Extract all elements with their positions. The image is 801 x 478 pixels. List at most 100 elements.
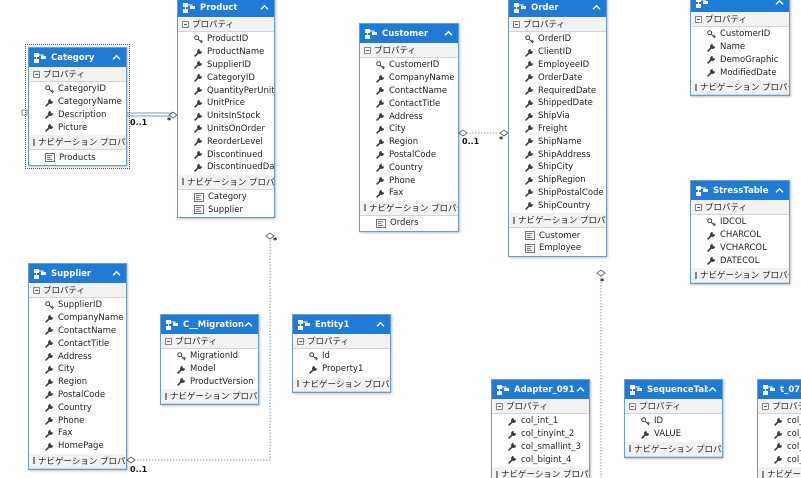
collapse-toggle-icon[interactable] (513, 20, 520, 28)
collapse-toggle-icon[interactable] (629, 445, 631, 453)
property-row[interactable]: CategoryID (29, 83, 126, 96)
property-row[interactable]: col_tinyint_2 (492, 428, 589, 441)
property-row[interactable]: HomePage (29, 440, 126, 453)
property-row[interactable]: Picture (29, 121, 126, 134)
collapse-chevron-icon[interactable] (590, 2, 602, 14)
properties-section-header[interactable]: プロパティ (360, 43, 458, 58)
property-row[interactable]: CHARCOL (691, 229, 789, 242)
entity-migration[interactable]: C__Migration...プロパティMigrationIdModelProd… (160, 314, 259, 406)
property-row[interactable]: EmployeeID (509, 59, 606, 72)
property-row[interactable]: ContactTitle (360, 97, 458, 110)
collapse-toggle-icon[interactable] (33, 286, 40, 294)
navigation-property-row[interactable]: Category (178, 191, 274, 204)
navigation-section-header[interactable]: ナビゲーション プロパティ (293, 377, 390, 392)
navigation-section-header[interactable]: ナビゲーション プロパティ (360, 201, 458, 216)
collapse-chevron-icon[interactable] (442, 28, 454, 40)
properties-section-header[interactable]: プロパティ (178, 17, 274, 32)
property-row[interactable]: Region (360, 136, 458, 149)
navigation-section-header[interactable]: ナビゲーション プロパティ (29, 454, 126, 469)
property-row[interactable]: Fax (360, 187, 458, 200)
property-row[interactable]: Freight (509, 123, 606, 136)
collapse-toggle-icon[interactable] (165, 392, 167, 400)
property-row[interactable]: col_ (758, 441, 801, 454)
navigation-section-header[interactable]: ナビゲーション プロパティ (691, 268, 789, 284)
collapse-toggle-icon[interactable] (762, 402, 769, 410)
property-row[interactable]: Region (29, 376, 126, 389)
property-row[interactable]: ModifiedDate (691, 66, 789, 79)
property-row[interactable]: ContactName (29, 325, 126, 338)
navigation-property-row[interactable]: Customer (509, 229, 606, 242)
property-row[interactable]: City (29, 363, 126, 376)
property-row[interactable]: ShippedDate (509, 97, 606, 110)
property-row[interactable]: PostalCode (360, 149, 458, 162)
property-row[interactable]: ShipVia (509, 110, 606, 123)
property-row[interactable]: CategoryName (29, 96, 126, 109)
entity-header[interactable]: Product (178, 0, 274, 17)
property-row[interactable]: IDCOL (691, 216, 789, 229)
property-row[interactable]: ID (625, 415, 722, 428)
entity-header[interactable]: SequenceTable (625, 380, 722, 399)
property-row[interactable]: Name (691, 41, 789, 54)
navigation-section-header[interactable]: ナビゲーション プロパティ (758, 467, 801, 478)
entity-header[interactable]: Entity1 (293, 315, 390, 334)
collapse-toggle-icon[interactable] (182, 178, 184, 186)
entity-adapter[interactable]: Adapter_0917...プロパティcol_int_1col_tinyint… (491, 379, 590, 478)
navigation-section-header[interactable]: ナビゲーション プロパティ (691, 80, 789, 96)
property-row[interactable]: UnitsInStock (178, 110, 274, 123)
entity-header[interactable]: C__Migration... (161, 315, 258, 334)
collapse-toggle-icon[interactable] (695, 271, 697, 279)
navigation-section-header[interactable]: ナビゲーション プロパティ (625, 442, 722, 457)
properties-section-header[interactable]: プロパティ (29, 283, 126, 298)
properties-section-header[interactable]: プロパティ (161, 334, 258, 349)
properties-section-header[interactable]: プロパティ (492, 399, 589, 414)
entity-header[interactable]: Customer (360, 24, 458, 43)
property-row[interactable]: ProductVersion (161, 376, 258, 389)
property-row[interactable]: Discontinued (178, 148, 274, 161)
property-row[interactable]: ClientID (509, 46, 606, 59)
property-row[interactable]: PostalCode (29, 389, 126, 402)
entity-header[interactable]: Category (29, 48, 126, 67)
navigation-property-row[interactable]: Employee (509, 242, 606, 255)
property-row[interactable]: col_i (758, 415, 801, 428)
property-row[interactable]: ContactName (360, 85, 458, 98)
property-row[interactable]: Phone (29, 414, 126, 427)
property-row[interactable]: Country (29, 401, 126, 414)
collapse-toggle-icon[interactable] (297, 337, 304, 345)
property-row[interactable]: DiscontinuedDate (178, 161, 274, 174)
property-row[interactable]: Address (29, 350, 126, 363)
property-row[interactable]: ShipAddress (509, 148, 606, 161)
navigation-property-row[interactable]: Products (29, 151, 126, 164)
property-row[interactable]: col_ (758, 453, 801, 466)
property-row[interactable]: SupplierID (29, 299, 126, 312)
collapse-chevron-icon[interactable] (244, 319, 254, 331)
property-row[interactable]: ReorderLevel (178, 135, 274, 148)
collapse-chevron-icon[interactable] (708, 384, 718, 396)
navigation-section-header[interactable]: ナビゲーション プロパティ (178, 175, 274, 190)
collapse-chevron-icon[interactable] (374, 319, 386, 331)
properties-section-header[interactable]: プロパティ (758, 399, 801, 414)
property-row[interactable]: UnitsOnOrder (178, 123, 274, 136)
property-row[interactable]: Fax (29, 427, 126, 440)
collapse-toggle-icon[interactable] (629, 402, 636, 410)
property-row[interactable]: RequiredDate (509, 84, 606, 97)
property-row[interactable]: Phone (360, 174, 458, 187)
collapse-chevron-icon[interactable] (110, 268, 122, 280)
property-row[interactable]: Country (360, 161, 458, 174)
property-row[interactable]: OrderID (509, 33, 606, 46)
collapse-chevron-icon[interactable] (110, 52, 122, 64)
collapse-chevron-icon[interactable] (773, 185, 785, 197)
property-row[interactable]: ProductID (178, 33, 274, 46)
entity-header[interactable]: Adapter_0917... (492, 380, 589, 399)
entity-header[interactable]: Supplier (29, 264, 126, 283)
property-row[interactable]: VALUE (625, 428, 722, 441)
property-row[interactable]: MigrationId (161, 350, 258, 363)
navigation-property-row[interactable]: Orders (360, 217, 458, 230)
property-row[interactable]: SupplierID (178, 59, 274, 72)
entity-header[interactable] (691, 0, 789, 12)
property-row[interactable]: col_int_1 (492, 415, 589, 428)
entity-header[interactable]: Order (509, 0, 606, 17)
selection-handle[interactable] (21, 109, 28, 116)
